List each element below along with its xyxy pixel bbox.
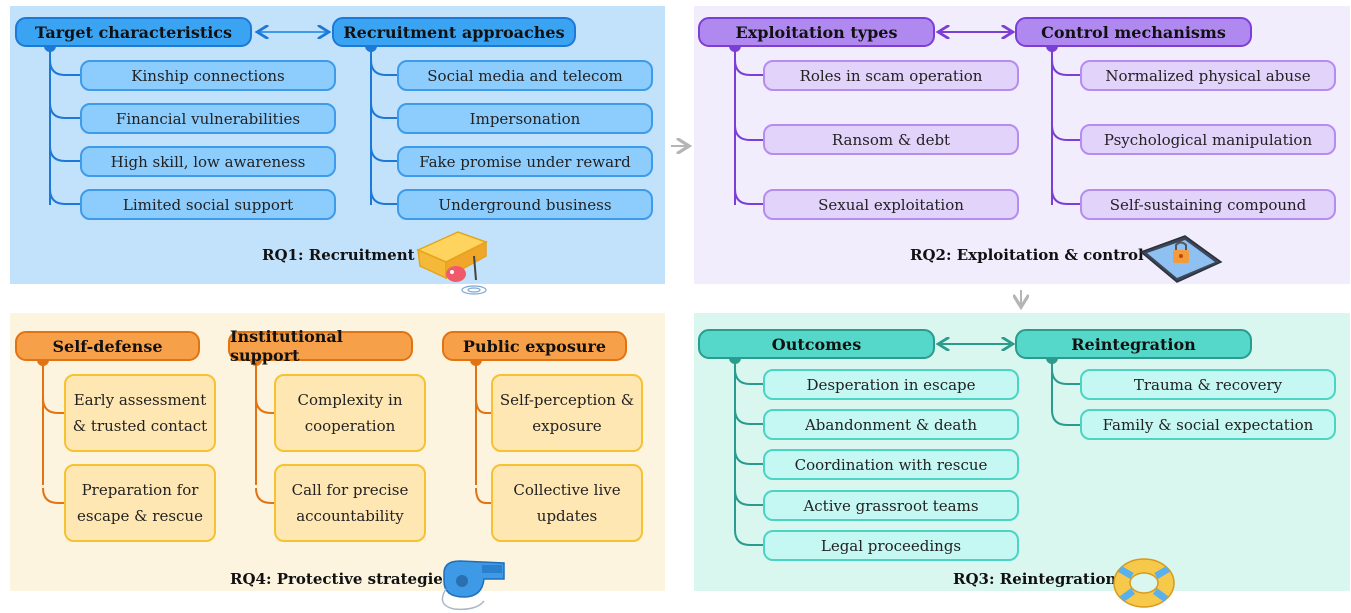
leaf-social-media: Social media and telecom xyxy=(397,60,653,91)
leaf-physical-abuse: Normalized physical abuse xyxy=(1080,60,1336,91)
leaf-family-expectation: Family & social expectation xyxy=(1080,409,1336,440)
rq2-title: RQ2: Exploitation & control xyxy=(910,246,1144,264)
leaf-accountability-line2: accountability xyxy=(296,507,404,525)
rq1-panel xyxy=(10,6,665,284)
leaf-fake-promise: Fake promise under reward xyxy=(397,146,653,177)
leaf-preparation-line2: escape & rescue xyxy=(77,507,203,525)
leaf-preparation: Preparation for escape & rescue xyxy=(64,464,216,542)
leaf-legal: Legal proceedings xyxy=(763,530,1019,561)
header-exploitation-types: Exploitation types xyxy=(698,17,935,47)
header-target-characteristics: Target characteristics xyxy=(15,17,252,47)
leaf-complexity-line1: Complexity in xyxy=(297,391,403,409)
leaf-live-updates-line1: Collective live xyxy=(513,481,621,499)
leaf-financial: Financial vulnerabilities xyxy=(80,103,336,134)
leaf-ransom-debt: Ransom & debt xyxy=(763,124,1019,155)
leaf-accountability-line1: Call for precise xyxy=(291,481,409,499)
rq1-title: RQ1: Recruitment xyxy=(262,246,415,264)
leaf-early-assessment: Early assessment & trusted contact xyxy=(64,374,216,452)
leaf-accountability: Call for precise accountability xyxy=(274,464,426,542)
header-recruitment-approaches: Recruitment approaches xyxy=(332,17,576,47)
lifebuoy-icon xyxy=(1113,558,1175,608)
leaf-early-assessment-line1: Early assessment xyxy=(73,391,207,409)
leaf-complexity: Complexity in cooperation xyxy=(274,374,426,452)
box-trap-icon xyxy=(416,231,488,295)
whistle-icon xyxy=(441,560,505,611)
leaf-impersonation: Impersonation xyxy=(397,103,653,134)
leaf-sexual-exploitation: Sexual exploitation xyxy=(763,189,1019,220)
leaf-grassroot: Active grassroot teams xyxy=(763,490,1019,521)
header-reintegration: Reintegration xyxy=(1015,329,1252,359)
leaf-kinship: Kinship connections xyxy=(80,60,336,91)
leaf-underground: Underground business xyxy=(397,189,653,220)
leaf-self-perception-line1: Self-perception & xyxy=(499,391,635,409)
leaf-early-assessment-line2: & trusted contact xyxy=(72,417,208,435)
leaf-trauma: Trauma & recovery xyxy=(1080,369,1336,400)
leaf-complexity-line2: cooperation xyxy=(304,417,396,435)
leaf-live-updates-line2: updates xyxy=(536,507,598,525)
leaf-abandonment: Abandonment & death xyxy=(763,409,1019,440)
leaf-roles-scam: Roles in scam operation xyxy=(763,60,1019,91)
header-control-mechanisms: Control mechanisms xyxy=(1015,17,1252,47)
leaf-self-perception: Self-perception & exposure xyxy=(491,374,643,452)
header-institutional-support: Institutional support xyxy=(228,327,413,365)
header-self-defense: Self-defense xyxy=(15,331,200,361)
leaf-self-perception-line2: exposure xyxy=(532,417,602,435)
leaf-social-support: Limited social support xyxy=(80,189,336,220)
rq3-title: RQ3: Reintegration xyxy=(953,570,1117,588)
leaf-coordination: Coordination with rescue xyxy=(763,449,1019,480)
leaf-high-skill: High skill, low awareness xyxy=(80,146,336,177)
header-public-exposure: Public exposure xyxy=(442,331,627,361)
leaf-desperation: Desperation in escape xyxy=(763,369,1019,400)
locked-phone-icon xyxy=(1139,235,1223,283)
leaf-live-updates: Collective live updates xyxy=(491,464,643,542)
leaf-psych-manipulation: Psychological manipulation xyxy=(1080,124,1336,155)
rq4-title: RQ4: Protective strategies xyxy=(230,570,452,588)
leaf-self-sustaining: Self-sustaining compound xyxy=(1080,189,1336,220)
leaf-preparation-line1: Preparation for xyxy=(81,481,199,499)
header-outcomes: Outcomes xyxy=(698,329,935,359)
